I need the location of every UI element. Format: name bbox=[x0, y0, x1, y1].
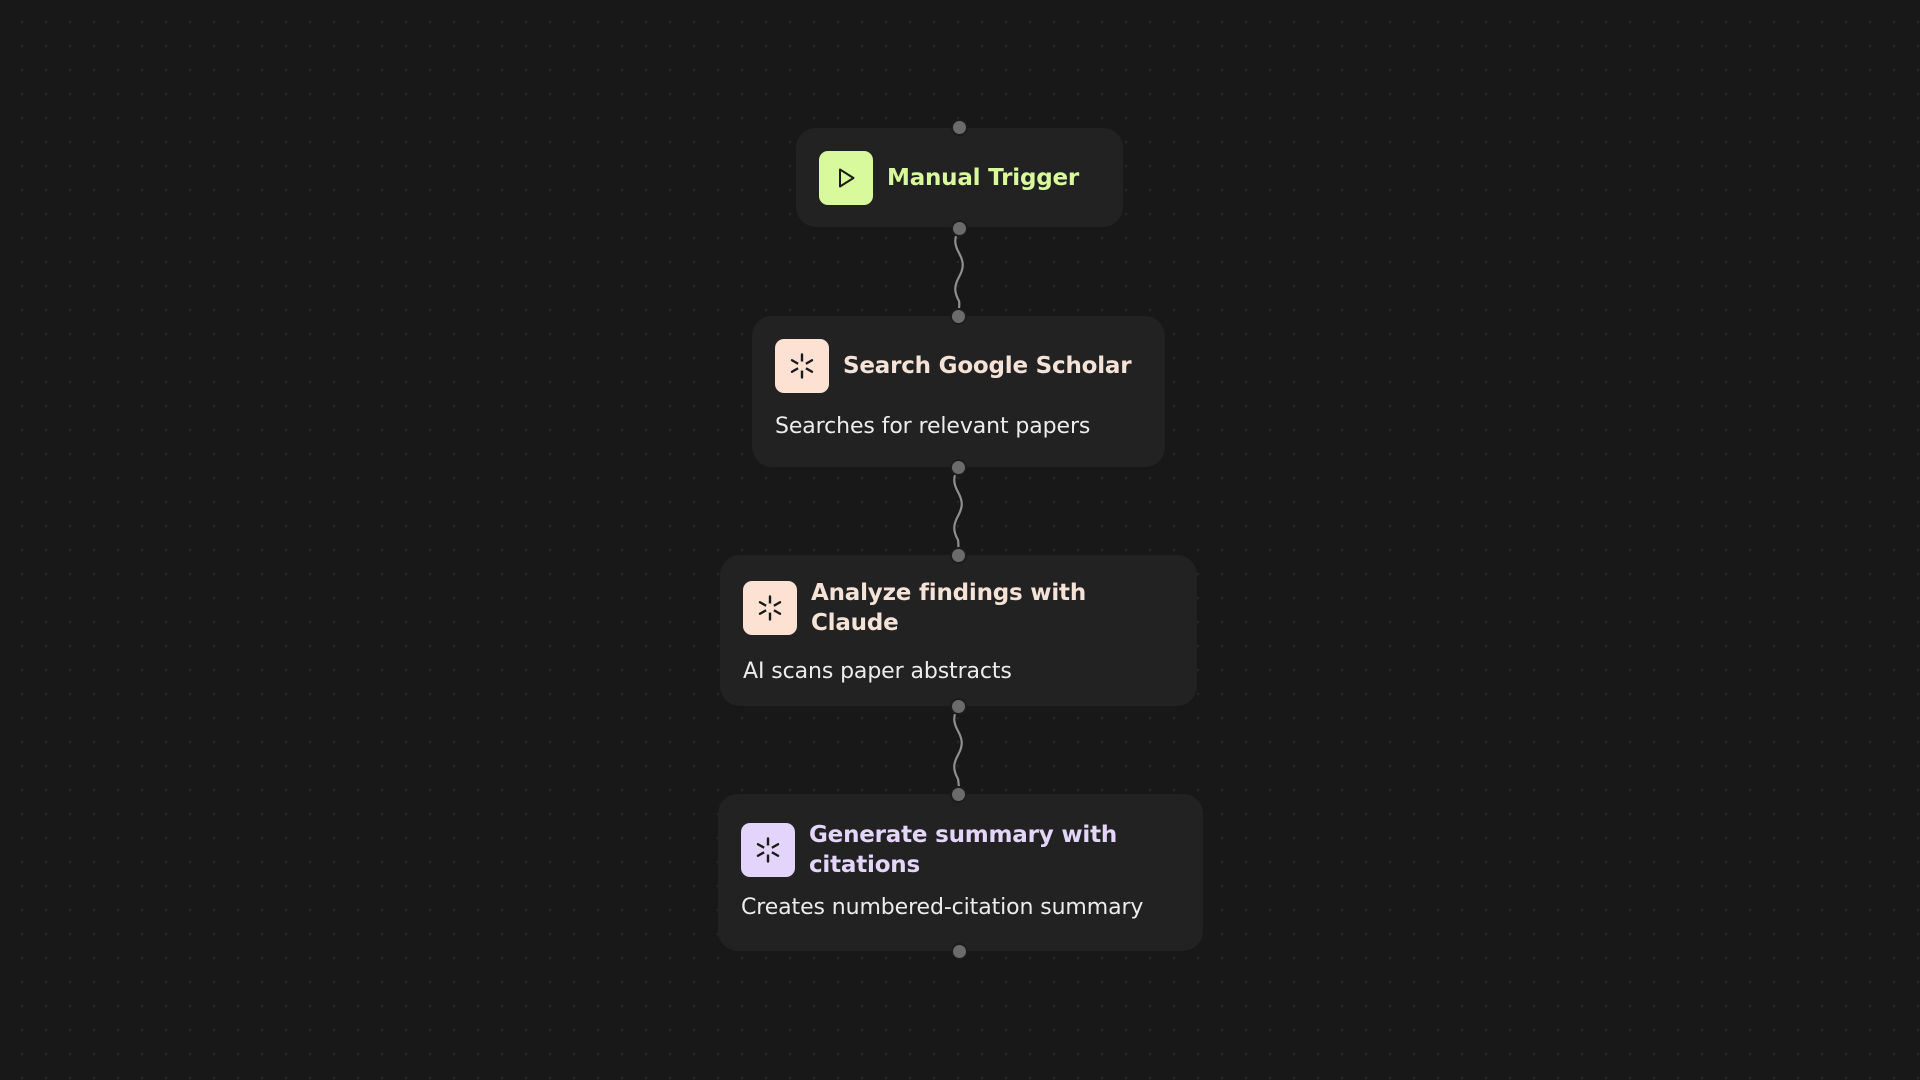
node-description: AI scans paper abstracts bbox=[743, 659, 1012, 684]
node-title: Analyze findings with Claude bbox=[811, 580, 1087, 636]
asterisk-icon bbox=[741, 823, 795, 877]
node-header: Generate summary with citations bbox=[741, 820, 1180, 880]
node-title: Generate summary with citations bbox=[809, 822, 1118, 878]
output-port-generate-summary[interactable] bbox=[953, 945, 966, 958]
node-description: Searches for relevant papers bbox=[775, 414, 1091, 439]
node-header: Analyze findings with Claude bbox=[743, 578, 1174, 638]
input-port-search-google-scholar[interactable] bbox=[952, 310, 965, 323]
input-port-analyze-findings[interactable] bbox=[952, 549, 965, 562]
asterisk-icon bbox=[743, 581, 797, 635]
node-manual-trigger[interactable]: Manual Trigger bbox=[796, 128, 1123, 227]
connector-search-analyze bbox=[953, 467, 963, 556]
output-port-search-google-scholar[interactable] bbox=[952, 461, 965, 474]
node-description: Creates numbered-citation summary bbox=[741, 895, 1144, 920]
asterisk-icon bbox=[775, 339, 829, 393]
output-port-analyze-findings[interactable] bbox=[952, 700, 965, 713]
input-port-manual-trigger[interactable] bbox=[953, 121, 966, 134]
input-port-generate-summary[interactable] bbox=[952, 788, 965, 801]
connector-trigger-search bbox=[954, 228, 964, 317]
node-title: Manual Trigger bbox=[887, 165, 1080, 191]
node-search-google-scholar[interactable]: Search Google Scholar Searches for relev… bbox=[752, 316, 1165, 467]
node-analyze-findings[interactable]: Analyze findings with Claude AI scans pa… bbox=[720, 555, 1197, 706]
node-header: Manual Trigger bbox=[819, 151, 1123, 205]
output-port-manual-trigger[interactable] bbox=[953, 222, 966, 235]
connector-analyze-summary bbox=[953, 706, 963, 795]
node-generate-summary[interactable]: Generate summary with citations Creates … bbox=[718, 794, 1203, 951]
node-header: Search Google Scholar bbox=[775, 339, 1142, 393]
node-title: Search Google Scholar bbox=[843, 353, 1132, 379]
play-icon bbox=[819, 151, 873, 205]
